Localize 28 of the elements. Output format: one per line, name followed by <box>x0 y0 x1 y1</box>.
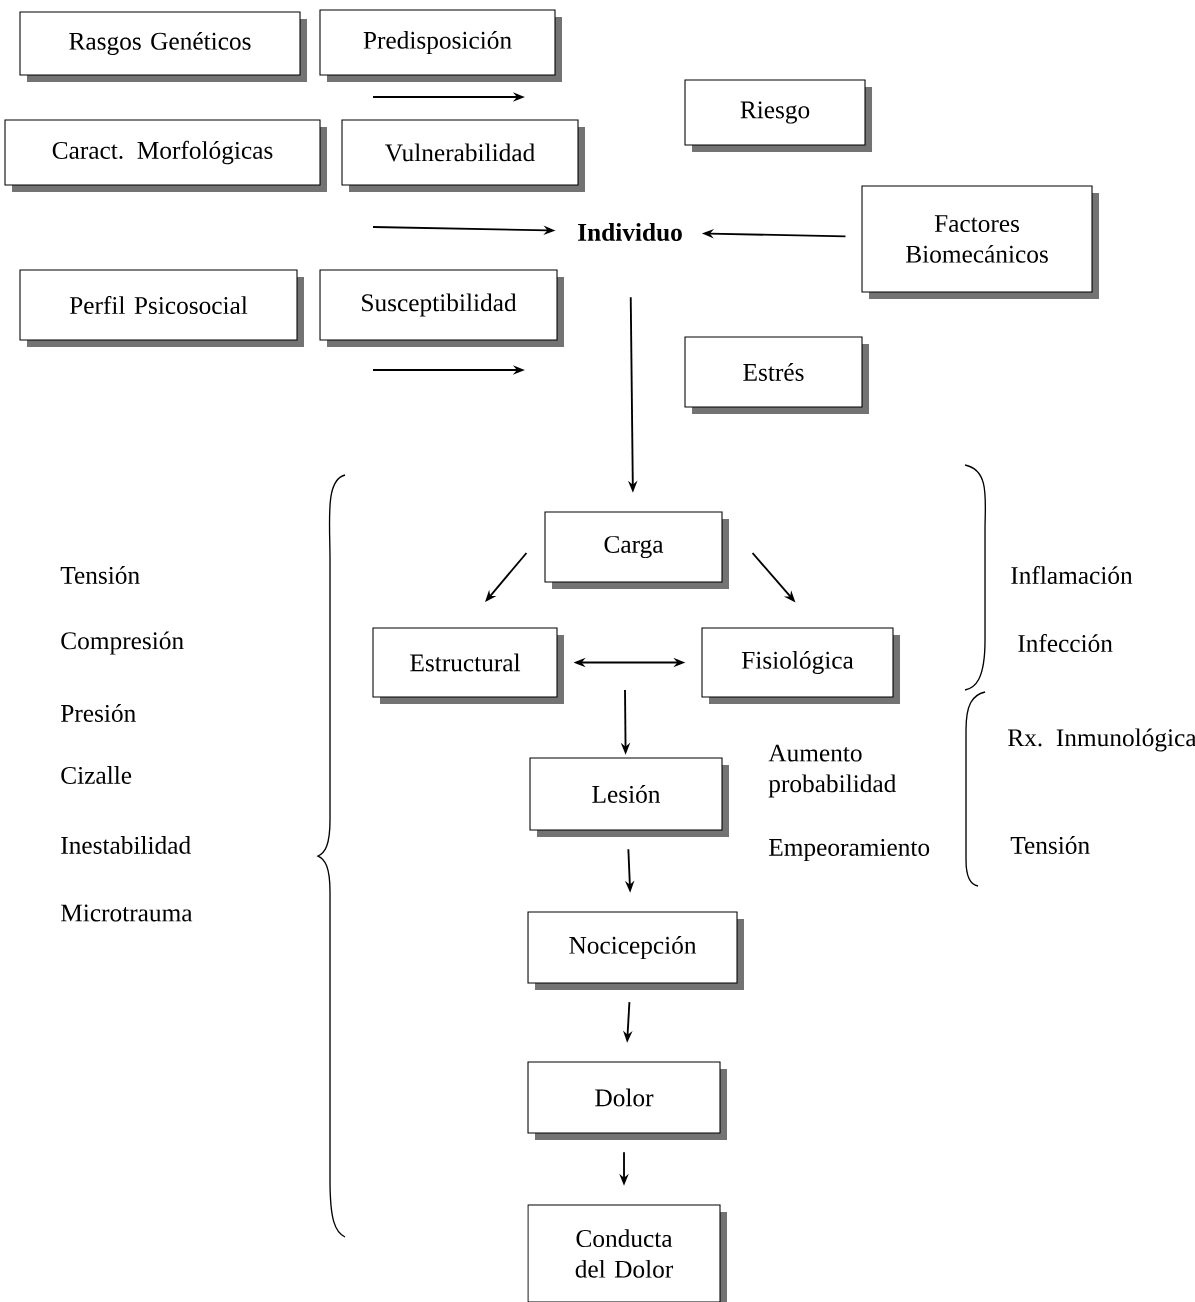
process-box: Estructural <box>372 627 564 704</box>
label: Tensión <box>60 566 140 584</box>
process-box: Dolor <box>527 1061 727 1140</box>
process-box: Rasgos Genéticos <box>19 11 307 82</box>
process-box: Vulnerabilidad <box>341 119 585 192</box>
process-box: Perfil Psicosocial <box>19 269 304 347</box>
label: Infección <box>1018 633 1113 653</box>
process-box: Conducta del Dolor <box>527 1204 727 1302</box>
process-box: Nocicepción <box>527 911 744 990</box>
label: Empeoramiento <box>769 838 930 862</box>
label: Aumento probabilidad <box>768 744 897 798</box>
label: Cizalle <box>61 766 132 784</box>
process-box: Predisposición <box>319 9 562 82</box>
process-box: Riesgo <box>684 79 872 152</box>
label: Tensión <box>1010 836 1090 854</box>
label: Microtrauma <box>61 904 193 922</box>
process-box: Caract. Morfológicas <box>4 119 327 192</box>
node-label: Individuo <box>578 223 682 241</box>
process-box: Carga <box>544 511 729 589</box>
process-box: Factores Biomecánicos <box>861 185 1099 299</box>
label: Inestabilidad <box>61 836 191 854</box>
process-box: Susceptibilidad <box>319 269 564 347</box>
process-box: Fisiológica <box>701 627 900 704</box>
label: Inflamación <box>1011 565 1133 585</box>
label: Presión <box>61 704 136 722</box>
label: Compresión <box>61 631 184 655</box>
process-box: Lesión <box>529 757 729 837</box>
process-box: Estrés <box>684 336 869 414</box>
